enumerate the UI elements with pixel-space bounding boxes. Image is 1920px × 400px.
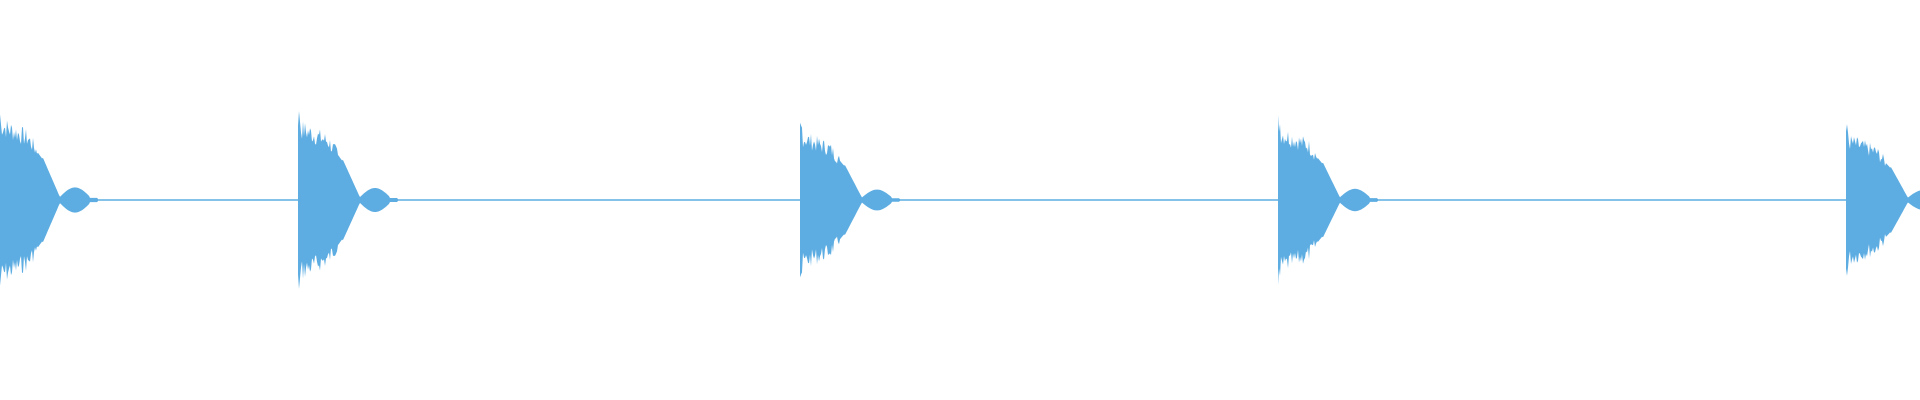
waveform-transient xyxy=(0,114,98,286)
waveform-transient xyxy=(1278,115,1378,285)
waveform-transient xyxy=(800,122,900,278)
waveform-transient xyxy=(298,111,398,289)
waveform-transients xyxy=(0,111,1920,289)
waveform-transient xyxy=(1846,124,1920,276)
